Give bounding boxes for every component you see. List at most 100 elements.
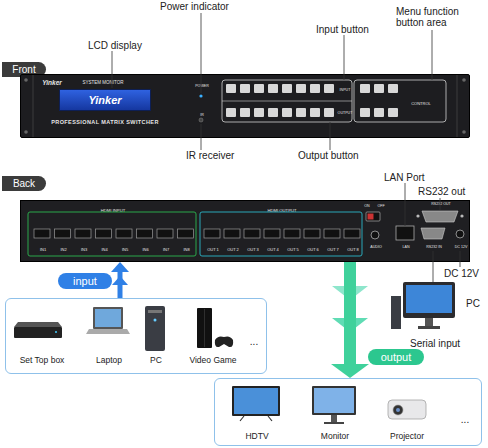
hdmi-port bbox=[344, 229, 360, 238]
lens-glass bbox=[396, 408, 400, 412]
pc-stand bbox=[425, 318, 433, 326]
push-button bbox=[282, 108, 292, 117]
push-button bbox=[282, 84, 292, 93]
pc-base bbox=[418, 326, 440, 329]
ear-edge bbox=[457, 75, 458, 137]
pc-monitor bbox=[403, 282, 455, 318]
panel-text: OUTPUT bbox=[338, 112, 353, 116]
flow-arrow bbox=[111, 262, 129, 298]
leader-lines bbox=[112, 13, 460, 282]
hdmi-port bbox=[264, 229, 280, 238]
hdmi-port bbox=[284, 229, 300, 238]
device-label: Video Game bbox=[189, 356, 236, 365]
push-button bbox=[240, 84, 250, 93]
ear-hole bbox=[24, 78, 28, 82]
port-label: OUT 4 bbox=[267, 248, 279, 252]
button-frame bbox=[222, 80, 352, 122]
input-tag: input bbox=[58, 273, 112, 289]
dc-jack bbox=[456, 230, 464, 238]
callout-label: LAN Port bbox=[384, 172, 425, 183]
port-label: RS232 IN bbox=[426, 246, 442, 250]
rack-ear bbox=[24, 75, 466, 137]
port-label: OUT 5 bbox=[287, 248, 299, 252]
push-button bbox=[374, 108, 384, 117]
hdmi-port bbox=[137, 229, 153, 238]
status-led bbox=[55, 331, 57, 333]
front-panel: YinkerSYSTEM MONITORPROFESSIONAL MATRIX … bbox=[20, 74, 470, 138]
push-button bbox=[388, 84, 398, 93]
callout-label: Serial input bbox=[410, 338, 460, 349]
tv-frame bbox=[232, 386, 280, 416]
projector-lens bbox=[393, 405, 403, 415]
lcd-text: Yinker bbox=[88, 95, 121, 106]
input-buttons bbox=[226, 84, 334, 93]
push-button bbox=[324, 84, 334, 93]
projector-body bbox=[388, 400, 426, 419]
hdmi-port bbox=[55, 229, 71, 238]
db9-connector bbox=[421, 228, 445, 239]
hdmi-in-ports bbox=[34, 229, 194, 238]
push-button bbox=[360, 108, 370, 117]
monitor-frame bbox=[312, 386, 356, 415]
game-console bbox=[197, 308, 212, 348]
callout-label: IR receiver bbox=[186, 150, 234, 161]
panel-text: CONTROL bbox=[411, 102, 431, 106]
hdmi-port bbox=[244, 229, 260, 238]
callout-label: DC 12V bbox=[444, 268, 479, 279]
device-label: PC bbox=[150, 356, 162, 365]
monitor-stand bbox=[331, 415, 337, 422]
port-label: AUDIO bbox=[370, 246, 381, 250]
push-button bbox=[324, 108, 334, 117]
switch-rocker bbox=[368, 214, 374, 220]
port-label: OUT 1 bbox=[207, 248, 219, 252]
hdmi-port bbox=[96, 229, 112, 238]
set-top-box bbox=[14, 327, 62, 338]
control-frame bbox=[354, 80, 446, 122]
callout-label: PC bbox=[466, 298, 480, 309]
tag-label: input bbox=[73, 276, 97, 287]
leader-line bbox=[460, 251, 461, 267]
tab-label: Back bbox=[13, 179, 35, 189]
hdmi-port bbox=[116, 229, 132, 238]
hdmi-port bbox=[178, 229, 194, 238]
laptop-base bbox=[86, 329, 130, 334]
hdmi-port bbox=[224, 229, 240, 238]
port-label: IN4 bbox=[101, 248, 107, 252]
leader-line bbox=[112, 51, 113, 88]
button-divider bbox=[222, 101, 352, 102]
device-label: Projector bbox=[390, 432, 424, 441]
push-button bbox=[254, 108, 264, 117]
panel-text: INPUT bbox=[340, 89, 351, 93]
monitor-screen bbox=[314, 388, 354, 413]
leader-line bbox=[344, 35, 345, 80]
port-label: RS232 OUT bbox=[431, 203, 451, 207]
hdmi-port bbox=[157, 229, 173, 238]
device-label: ... bbox=[461, 415, 469, 425]
power-switch bbox=[366, 212, 380, 221]
callout-label: Menu function button area bbox=[396, 6, 474, 28]
power-button bbox=[154, 319, 157, 322]
arrow-head bbox=[331, 364, 369, 378]
tv-leg bbox=[268, 416, 272, 421]
leader-line bbox=[432, 30, 433, 80]
push-button bbox=[296, 108, 306, 117]
drive-bay bbox=[148, 310, 162, 313]
port-label: IN5 bbox=[122, 248, 128, 252]
device-label: Set Top box bbox=[20, 356, 65, 365]
callout-label: Input button bbox=[316, 24, 369, 35]
push-button bbox=[226, 108, 236, 117]
port-label: HDMI OUTPUT bbox=[266, 209, 297, 213]
section-tab: Back bbox=[2, 176, 46, 191]
monitor-base bbox=[324, 422, 344, 424]
port-label: LAN bbox=[403, 246, 410, 250]
port-label: OUT 7 bbox=[327, 248, 339, 252]
leader-line bbox=[201, 13, 202, 93]
panel-text: POWER bbox=[195, 85, 209, 89]
control-buttons bbox=[360, 84, 398, 117]
tv-leg bbox=[240, 416, 244, 421]
laptop-screen bbox=[95, 309, 121, 327]
port-label: IN7 bbox=[163, 248, 169, 252]
hdmi-port bbox=[204, 229, 220, 238]
